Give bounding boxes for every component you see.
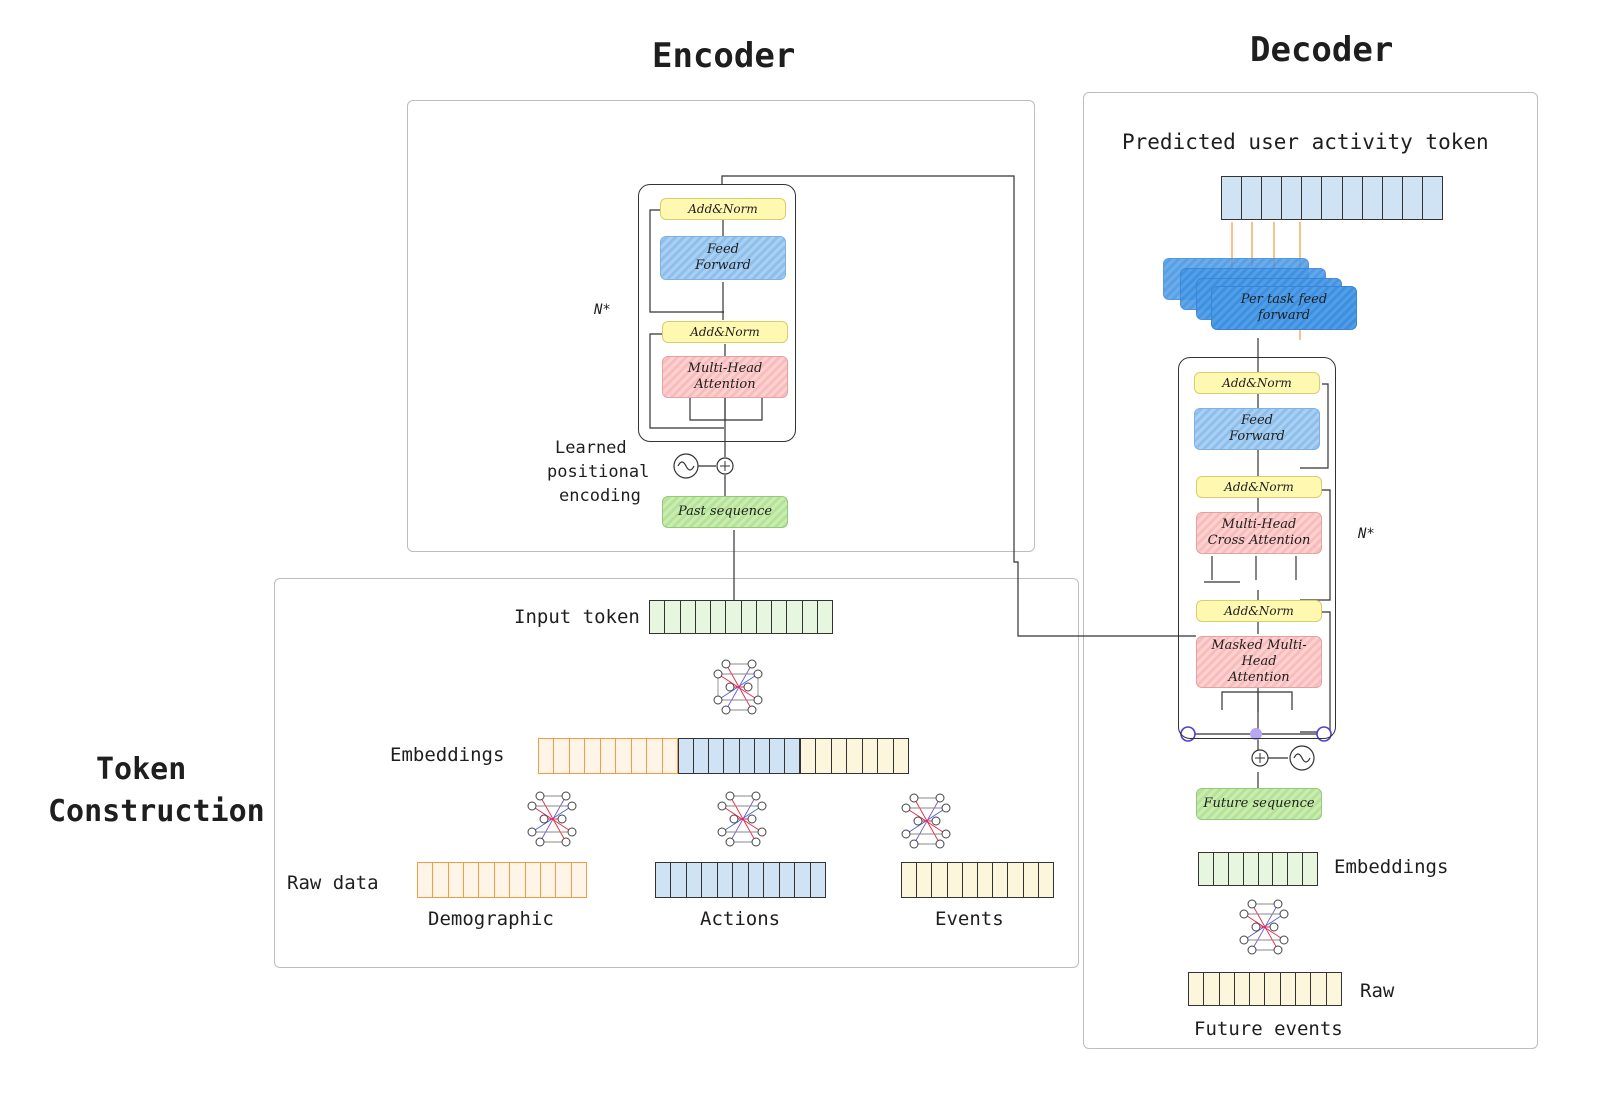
raw-actions xyxy=(655,862,826,898)
encoder-add-norm-bottom: Add&Norm xyxy=(662,321,788,343)
decoder-title: Decoder xyxy=(1250,30,1394,70)
actions-label: Actions xyxy=(700,908,781,930)
decoder-add-norm-3-label: Add&Norm xyxy=(1224,603,1294,618)
demographic-label: Demographic xyxy=(428,908,554,930)
decoder-raw-label: Raw xyxy=(1360,980,1395,1002)
future-sequence-block: Future sequence xyxy=(1196,788,1322,820)
raw-data-label: Raw data xyxy=(287,872,379,894)
input-token-label: Input token xyxy=(514,606,640,628)
decoder-add-norm-1: Add&Norm xyxy=(1194,372,1320,394)
pos-enc-label-3: encoding xyxy=(559,486,641,506)
embeddings-demographic xyxy=(538,738,678,774)
decoder-add-norm-2-label: Add&Norm xyxy=(1224,479,1294,494)
predicted-token-label: Predicted user activity token xyxy=(1122,130,1489,154)
encoder-panel xyxy=(407,100,1035,552)
decoder-embeddings-token xyxy=(1198,852,1318,886)
decoder-add-norm-2: Add&Norm xyxy=(1196,476,1322,498)
encoder-multi-head-attention: Multi-Head Attention xyxy=(662,356,788,398)
encoder-add-norm-bottom-label: Add&Norm xyxy=(690,324,760,339)
decoder-feed-forward: Feed Forward xyxy=(1194,408,1320,450)
decoder-embeddings-label: Embeddings xyxy=(1334,856,1449,878)
per-task-label-1: Per task feed xyxy=(1240,291,1328,307)
decoder-add-norm-3: Add&Norm xyxy=(1196,600,1322,622)
decoder-repeat-label: N* xyxy=(1358,526,1375,542)
decoder-cross-label-1: Multi-Head xyxy=(1221,516,1297,532)
encoder-to-decoder-line xyxy=(721,175,1196,637)
encoder-title: Encoder xyxy=(652,36,796,76)
pos-enc-label-2: positional xyxy=(547,462,650,482)
encoder-stack-frame xyxy=(638,184,796,442)
decoder-stack-frame xyxy=(1178,357,1336,739)
token-construction-title-2: Construction xyxy=(48,794,265,829)
decoder-cross-label-2: Cross Attention xyxy=(1207,533,1311,548)
neural-network-icon xyxy=(901,793,951,849)
encoder-add-norm-top-label: Add&Norm xyxy=(688,201,758,216)
decoder-cross-attention: Multi-Head Cross Attention xyxy=(1196,512,1322,554)
encoder-ff-label-2: Forward xyxy=(695,258,751,273)
decoder-raw-token xyxy=(1188,972,1342,1006)
encoder-mha-label-2: Attention xyxy=(694,377,756,392)
decoder-masked-label-2: Attention xyxy=(1228,670,1290,686)
per-task-feed-forward: Per task feed forward xyxy=(1211,286,1357,330)
per-task-label-2: forward xyxy=(1257,308,1311,323)
predicted-token xyxy=(1221,176,1444,220)
raw-events xyxy=(901,862,1055,898)
embeddings-label: Embeddings xyxy=(390,744,505,766)
decoder-add-norm-1-label: Add&Norm xyxy=(1222,375,1292,390)
encoder-mha-label-1: Multi-Head xyxy=(687,360,763,376)
embeddings-events xyxy=(800,738,909,774)
encoder-ff-label-1: Feed xyxy=(706,241,740,257)
encoder-repeat-label: N* xyxy=(594,302,611,318)
embeddings-actions xyxy=(678,738,800,774)
neural-network-icon xyxy=(717,791,767,847)
past-sequence-block: Past sequence xyxy=(662,496,788,528)
input-token xyxy=(649,600,833,634)
token-construction-title-1: Token xyxy=(96,752,187,787)
encoder-feed-forward: Feed Forward xyxy=(660,236,786,280)
neural-network-icon xyxy=(527,791,577,847)
encoder-add-norm-top: Add&Norm xyxy=(660,198,786,220)
neural-network-icon xyxy=(713,659,763,715)
neural-network-icon xyxy=(1239,899,1289,955)
pos-enc-label-1: Learned xyxy=(555,438,627,458)
raw-demographic xyxy=(417,862,587,898)
decoder-ff-label-1: Feed xyxy=(1240,412,1274,428)
future-events-label: Future events xyxy=(1194,1018,1343,1040)
decoder-masked-label-1: Masked Multi-Head xyxy=(1211,637,1307,669)
decoder-panel xyxy=(1083,92,1538,1049)
future-sequence-label: Future sequence xyxy=(1203,795,1315,811)
events-label: Events xyxy=(935,908,1004,930)
past-sequence-label: Past sequence xyxy=(677,503,773,519)
decoder-masked-attention: Masked Multi-Head Attention xyxy=(1196,636,1322,688)
token-construction-panel xyxy=(274,578,1079,968)
decoder-ff-label-2: Forward xyxy=(1229,429,1285,444)
